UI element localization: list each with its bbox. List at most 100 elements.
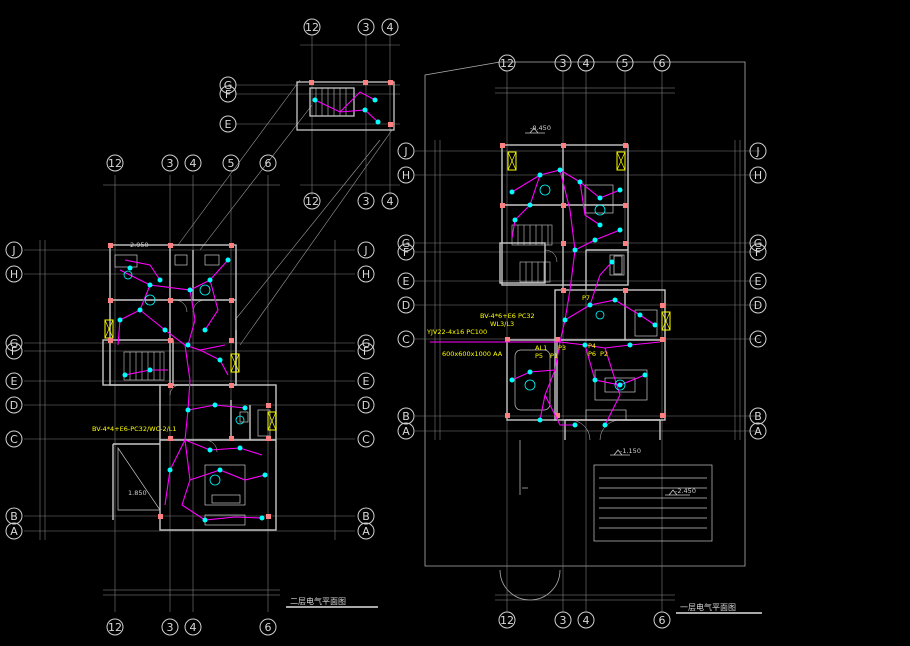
left-fixtures [117,257,268,523]
right-box-note: 600x600x1000 AA [442,350,503,358]
right-row-D-east-label: D [754,299,762,312]
left-row-C-west-bubble [5,430,23,448]
right-level-markers [525,127,690,496]
right-cable-note-1: BV-4*6+E6 PC32 [480,312,535,320]
right-col-6-label: 6 [659,57,666,70]
left-row-C-east-bubble [357,430,375,448]
left-cable-note: BV-4*4+E6-PC32/WC-2/L1 [92,425,177,433]
right-row-J-east-bubble [749,142,767,160]
right-bottom-col-6-label: 6 [659,614,666,627]
left-row-B-west-bubble [5,507,23,525]
right-window-markers [507,151,671,331]
right-row-C-east-label: C [754,333,762,346]
panel-label-p5: P5 [535,352,543,360]
stair-col-4-top-label: 4 [387,21,394,34]
left-furniture [114,254,271,526]
left-col-4-bubble [184,154,202,172]
right-level-bottom: -1.150 [620,447,641,455]
left-level-note: 2.950 [130,241,149,249]
left-plan-title: 二层电气平面图 [290,596,346,606]
right-col-3-bubble [554,54,572,72]
right-lamp-rings [524,184,626,391]
right-row-E-east-bubble [749,272,767,290]
left-bottom-col-4-bubble [184,618,202,636]
right-row-F-west-label: F [403,246,409,259]
left-bottom-col-4-label: 4 [190,621,197,634]
left-level-lower: 1.850 [128,489,147,497]
left-bottom-col-12-label: 12 [108,621,122,634]
right-walls [499,144,666,440]
right-furniture [514,184,713,542]
right-row-A-west-bubble [397,422,415,440]
right-col-6-bubble [653,54,671,72]
left-col-12-label: 12 [108,157,122,170]
right-row-J-west-bubble [397,142,415,160]
right-plan-title: 一层电气平面图 [680,602,736,612]
right-row-J-east-label: J [755,145,759,158]
right-columns [500,143,665,418]
left-row-H-east-bubble [357,265,375,283]
left-row-J-west-bubble [5,241,23,259]
left-row-F-west-bubble [5,342,23,360]
right-bottom-col-3-bubble [554,611,572,629]
right-row-C-east-bubble [749,330,767,348]
left-col-6-label: 6 [265,157,272,170]
left-bottom-col-3-label: 3 [167,621,174,634]
stair-col-3-bottom-bubble [357,192,375,210]
panel-label-p7: P7 [582,294,590,302]
stair-col-12-bottom-label: 12 [305,195,319,208]
left-columns [108,243,271,519]
left-bottom-col-12-bubble [106,618,124,636]
right-wiring [430,169,661,426]
right-col-12-label: 12 [500,57,514,70]
stair-col-4-top-bubble [381,18,399,36]
right-col-4-label: 4 [583,57,590,70]
right-bottom-col-4-bubble [577,611,595,629]
right-bottom-col-6-bubble [653,611,671,629]
left-row-D-west-bubble [5,396,23,414]
panel-label-p1: P1 [550,352,558,360]
right-row-C-west-bubble [397,330,415,348]
left-col-12-bubble [106,154,124,172]
right-row-F-east-bubble [749,243,767,261]
left-row-G-east-bubble [357,334,375,352]
left-row-F-east-bubble [357,342,375,360]
right-dimension-lines [434,87,741,601]
left-axis-grid [24,175,355,612]
left-floor-plan [24,79,393,612]
stair-row-E-bubble [219,115,237,133]
left-col-5-label: 5 [228,157,235,170]
left-row-A-east-bubble [357,522,375,540]
stair-col-3-top-label: 3 [363,21,370,34]
right-col-5-label: 5 [622,57,629,70]
right-row-B-east-label: B [754,410,762,423]
left-row-B-east-bubble [357,507,375,525]
left-col-4-label: 4 [190,157,197,170]
left-row-J-east-bubble [357,241,375,259]
right-row-A-west-label: A [402,425,410,438]
right-row-A-east-label: A [754,425,762,438]
left-row-B-west-label: B [10,510,18,523]
panel-label-p3: P3 [558,344,566,352]
left-row-A-west-bubble [5,522,23,540]
left-row-D-east-bubble [357,396,375,414]
left-row-A-east-label: A [362,525,370,538]
stair-row-G-bubble [219,76,237,94]
left-row-H-west-bubble [5,265,23,283]
right-col-12-bubble [498,54,516,72]
right-col-5-bubble [616,54,634,72]
stair-row-F-bubble [219,85,237,103]
left-row-E-west-label: E [11,375,18,388]
right-floor-plan [415,61,760,612]
right-row-E-east-label: E [755,275,762,288]
stair-col-3-bottom-label: 3 [363,195,370,208]
left-row-E-west-bubble [5,372,23,390]
left-row-G-west-bubble [5,334,23,352]
right-row-G-west-bubble [397,234,415,252]
right-row-E-west-label: E [403,275,410,288]
left-col-3-label: 3 [167,157,174,170]
left-row-A-west-label: A [10,525,18,538]
stair-row-F-label: F [225,88,231,101]
right-row-F-west-bubble [397,243,415,261]
